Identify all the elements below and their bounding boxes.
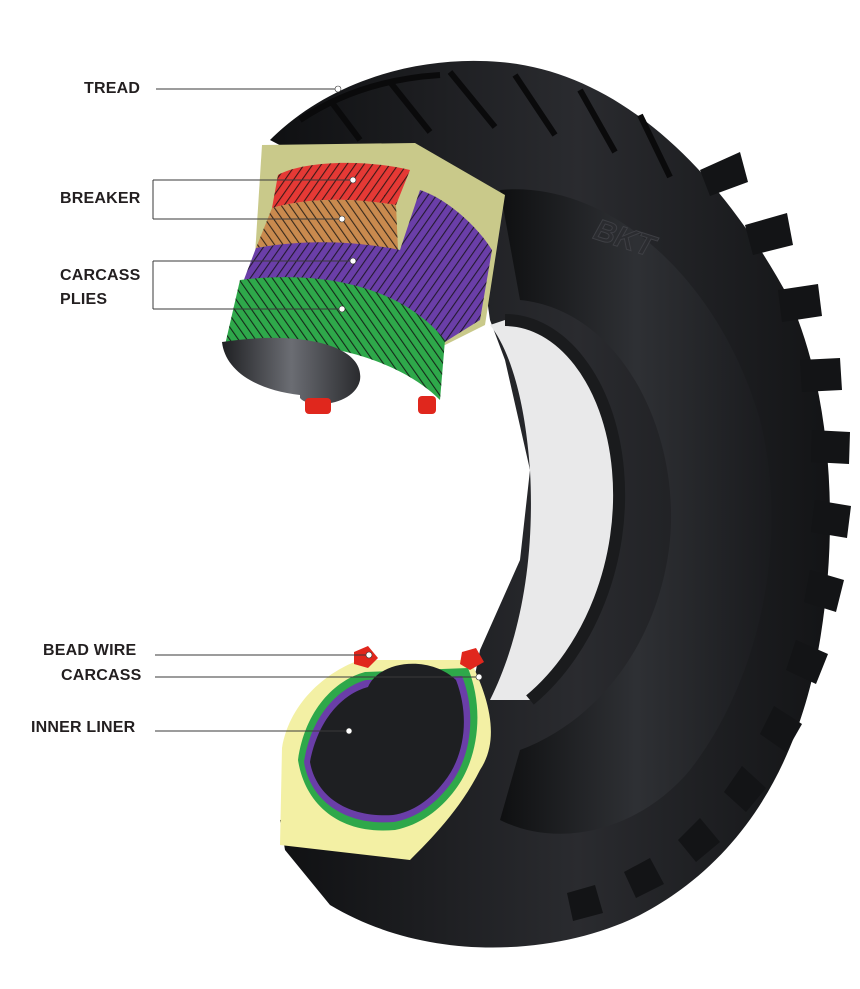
top-tread-pattern (298, 70, 673, 179)
carcass-plies-marker-top (349, 257, 357, 265)
breaker-tan-hatch (256, 199, 398, 250)
tread-marker (334, 85, 342, 93)
leader-lines (152, 85, 483, 735)
inner-liner-label: INNER LINER (31, 719, 136, 736)
carcass-marker (475, 673, 483, 681)
tire-sidewall (500, 189, 772, 834)
lower-cutaway (280, 646, 491, 860)
breaker-marker-bottom (338, 215, 346, 223)
bead-wire-label: BEAD WIRE (43, 642, 137, 659)
inner-tube-top (222, 337, 361, 405)
breaker-label: BREAKER (60, 190, 141, 207)
tire-body: BKT (270, 60, 851, 948)
bead-wire-right (418, 396, 436, 414)
carcass-ply-green-hatch (225, 277, 445, 400)
inner-liner-marker (345, 727, 353, 735)
breaker-marker-top (349, 176, 357, 184)
carcass-label: CARCASS (61, 667, 142, 684)
carcass-plies-label-line2: PLIES (60, 291, 108, 308)
tire-bore (490, 320, 620, 700)
carcass-ply-purple-hatch (240, 190, 492, 345)
tread-label: TREAD (84, 80, 141, 97)
carcass-plies-marker-bottom (338, 305, 346, 313)
bead-wire-lower-left (354, 646, 378, 668)
bead-wire-marker (365, 651, 373, 659)
tread-blocks (567, 152, 851, 921)
breaker-red-hatch (272, 162, 410, 208)
inner-cavity (310, 663, 464, 816)
bead-wire-left (305, 398, 331, 414)
carcass-plies-label-line1: CARCASS (60, 267, 141, 284)
bead-wire-lower-right (460, 648, 484, 670)
upper-cutaway (222, 143, 505, 414)
